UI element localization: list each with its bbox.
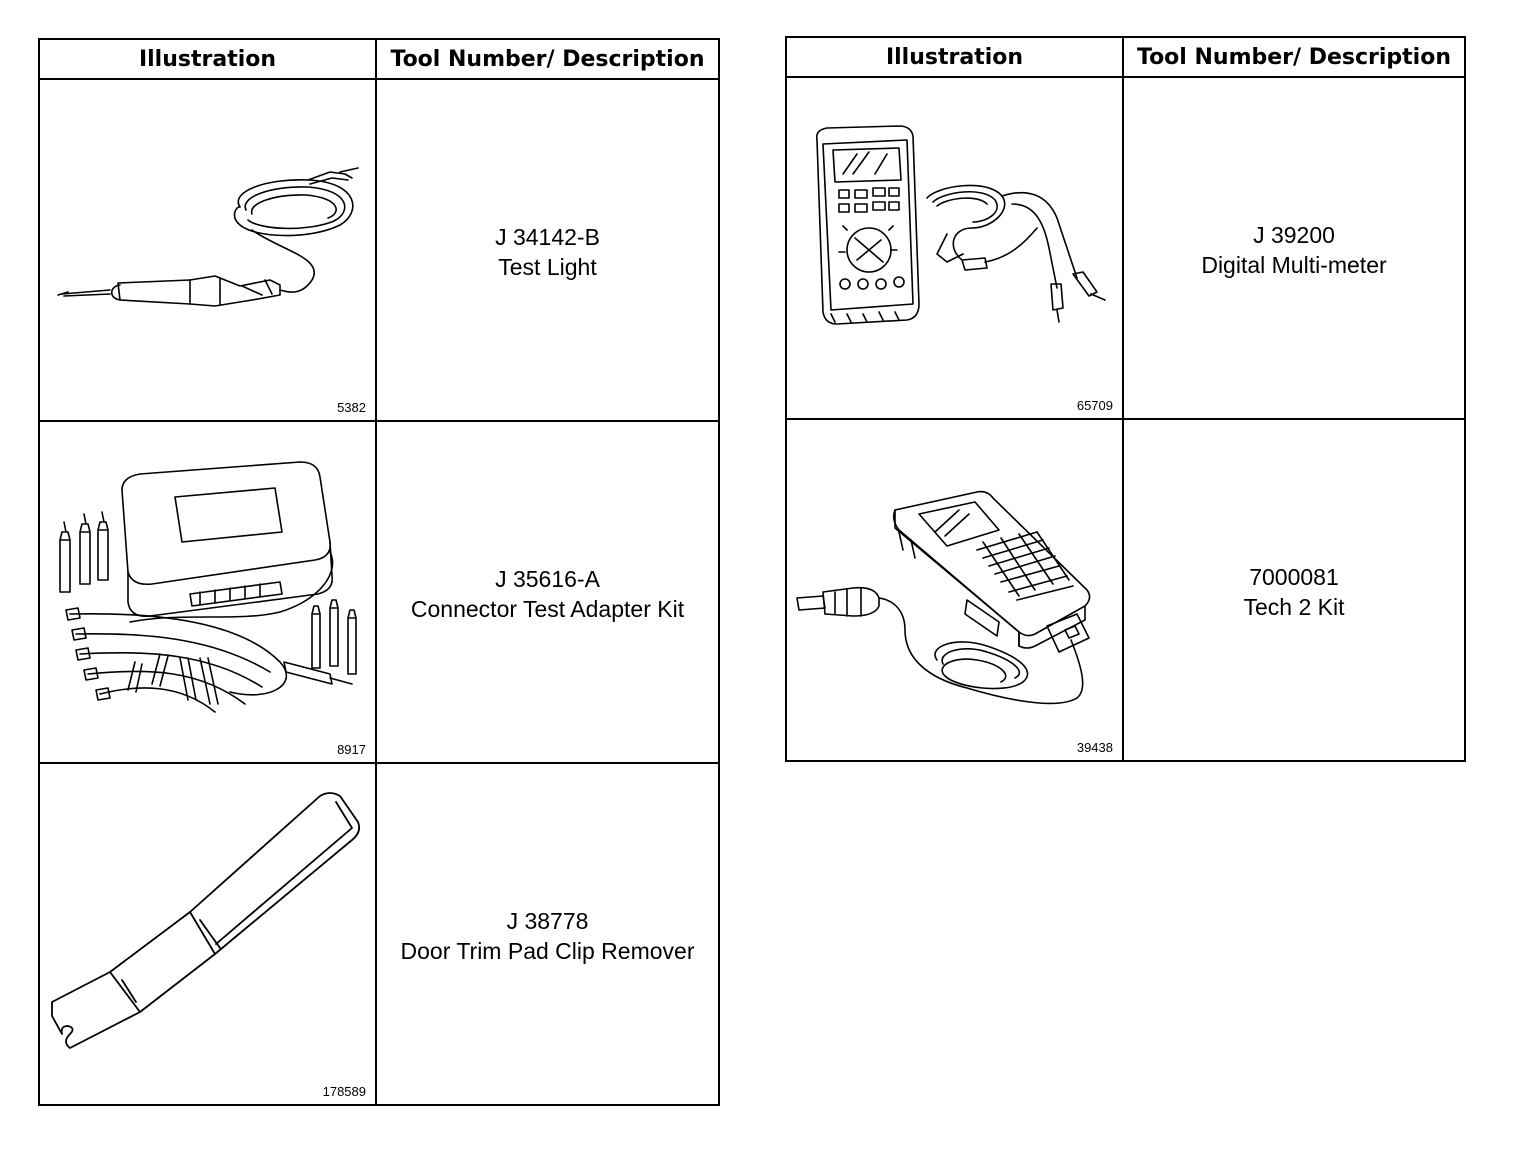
tool-description-cell: J 39200 Digital Multi-meter — [1122, 76, 1466, 420]
column-header-tool: Tool Number/ Description — [1122, 36, 1466, 78]
illustration-cell: 5382 — [38, 78, 377, 422]
column-header-tool: Tool Number/ Description — [375, 38, 720, 80]
tool-description-cell: J 38778 Door Trim Pad Clip Remover — [375, 762, 720, 1106]
table-row: 178589 J 38778 Door Trim Pad Clip Remove… — [38, 762, 720, 1106]
tool-number: J 35616-A — [495, 566, 600, 592]
figure-number: 39438 — [1076, 740, 1113, 755]
tool-name: Connector Test Adapter Kit — [410, 596, 685, 622]
tool-number: J 38778 — [506, 908, 589, 934]
illustration-cell: 65709 — [785, 76, 1124, 420]
tool-table-left: Illustration Tool Number/ Description — [38, 38, 720, 1106]
tool-description-cell: J 34142-B Test Light — [375, 78, 720, 422]
illustration-cell: 39438 — [785, 418, 1124, 762]
tech-2-kit-illustration — [796, 490, 1091, 705]
tool-number: J 34142-B — [495, 224, 600, 250]
illustration-cell: 8917 — [38, 420, 377, 764]
digital-multimeter-illustration — [815, 125, 1106, 325]
column-header-illustration: Illustration — [38, 38, 377, 80]
tool-description-cell: J 35616-A Connector Test Adapter Kit — [375, 420, 720, 764]
tool-table-right: Illustration Tool Number/ Description — [785, 36, 1466, 762]
connector-test-adapter-kit-illustration — [59, 461, 357, 713]
tool-name: Test Light — [498, 254, 597, 280]
tool-number: 7000081 — [1249, 564, 1339, 590]
tool-name: Digital Multi-meter — [1201, 252, 1387, 278]
table-row: 8917 J 35616-A Connector Test Adapter Ki… — [38, 420, 720, 764]
figure-number: 8917 — [337, 742, 366, 757]
figure-number: 5382 — [337, 400, 366, 415]
table-row: 65709 J 39200 Digital Multi-meter — [785, 76, 1466, 420]
header-row: Illustration Tool Number/ Description — [38, 38, 720, 80]
illustration-cell: 178589 — [38, 762, 377, 1106]
tool-description-cell: 7000081 Tech 2 Kit — [1122, 418, 1466, 762]
door-trim-pad-clip-remover-illustration — [51, 792, 361, 1049]
tool-name: Tech 2 Kit — [1243, 594, 1345, 620]
figure-number: 178589 — [322, 1084, 366, 1099]
tool-number: J 39200 — [1253, 222, 1335, 248]
test-light-illustration — [57, 167, 359, 307]
column-header-illustration: Illustration — [785, 36, 1124, 78]
table-row: 39438 7000081 Tech 2 Kit — [785, 418, 1466, 762]
tool-name: Door Trim Pad Clip Remover — [400, 938, 695, 964]
table-row: 5382 J 34142-B Test Light — [38, 78, 720, 422]
figure-number: 65709 — [1076, 398, 1113, 413]
header-row: Illustration Tool Number/ Description — [785, 36, 1466, 78]
